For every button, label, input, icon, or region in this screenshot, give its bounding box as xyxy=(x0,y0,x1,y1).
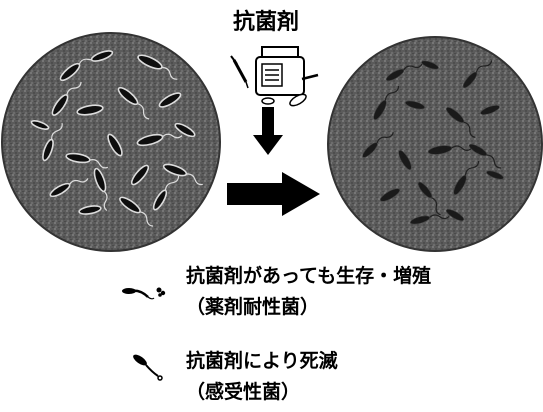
bacterium-susceptible xyxy=(486,170,504,180)
bacterium-susceptible xyxy=(421,60,439,70)
bacterium-resistant xyxy=(30,120,50,130)
bacterium-susceptible xyxy=(385,63,423,82)
bacterium-susceptible xyxy=(453,160,480,195)
petri-dish-after xyxy=(327,36,543,252)
bacterium-resistant xyxy=(137,54,178,80)
bacterium-resistant xyxy=(49,178,89,198)
bacterium-resistant xyxy=(65,152,109,169)
bacterium-susceptible xyxy=(417,181,441,216)
bacterium-resistant xyxy=(76,104,104,116)
bacterium-resistant xyxy=(130,164,150,186)
bacterium-resistant xyxy=(174,122,196,138)
medicine-illustration xyxy=(230,46,319,107)
bacterium-susceptible xyxy=(480,105,500,115)
right-arrow-icon xyxy=(227,172,320,216)
bacterium-resistant xyxy=(136,133,183,147)
bacterium-susceptible xyxy=(468,143,502,169)
legend-symbol-susceptible xyxy=(133,354,163,381)
bacterium-susceptible xyxy=(405,100,425,110)
bacterium-susceptible xyxy=(427,145,472,155)
bacterium-susceptible xyxy=(445,107,476,138)
capsule-icon xyxy=(261,73,319,107)
bacterium-resistant xyxy=(117,86,150,120)
bacterium-susceptible xyxy=(462,60,493,89)
bacterium-resistant xyxy=(93,167,108,211)
bacterium-resistant xyxy=(107,133,123,157)
bacterium-susceptible xyxy=(380,188,400,202)
down-arrow-icon xyxy=(253,107,283,155)
bacteria-group-before xyxy=(30,50,203,227)
bacterium-resistant xyxy=(152,175,180,211)
antimicrobial-agent-label: 抗菌剤 xyxy=(233,10,300,35)
bacterium-resistant xyxy=(51,81,82,116)
bacterium-susceptible xyxy=(373,85,400,120)
bacterium-resistant xyxy=(42,123,63,162)
bacterium-resistant xyxy=(158,92,182,108)
legend-resistant-line1: 抗菌剤があっても生存・増殖 xyxy=(186,265,432,287)
bacterium-susceptible xyxy=(410,214,450,225)
legend-susceptible-line2: （感受性菌） xyxy=(186,381,301,403)
bacterium-resistant xyxy=(78,205,102,215)
bacterium-susceptible xyxy=(362,132,394,158)
legend-susceptible-line1: 抗菌剤により死滅 xyxy=(186,350,338,372)
bacterium-susceptible xyxy=(398,150,412,170)
legend-symbol-resistant xyxy=(122,287,166,300)
legend-resistant-line2: （薬剤耐性菌） xyxy=(186,296,320,318)
syringe-icon xyxy=(230,55,249,89)
bacterium-resistant xyxy=(119,196,154,227)
medicine-bottle-icon xyxy=(255,46,305,96)
bacterium-resistant xyxy=(90,50,114,62)
bacteria-group-after xyxy=(362,60,504,225)
bacterium-susceptible xyxy=(445,208,465,222)
petri-dish-before xyxy=(1,32,221,252)
bacterium-resistant xyxy=(162,163,203,186)
